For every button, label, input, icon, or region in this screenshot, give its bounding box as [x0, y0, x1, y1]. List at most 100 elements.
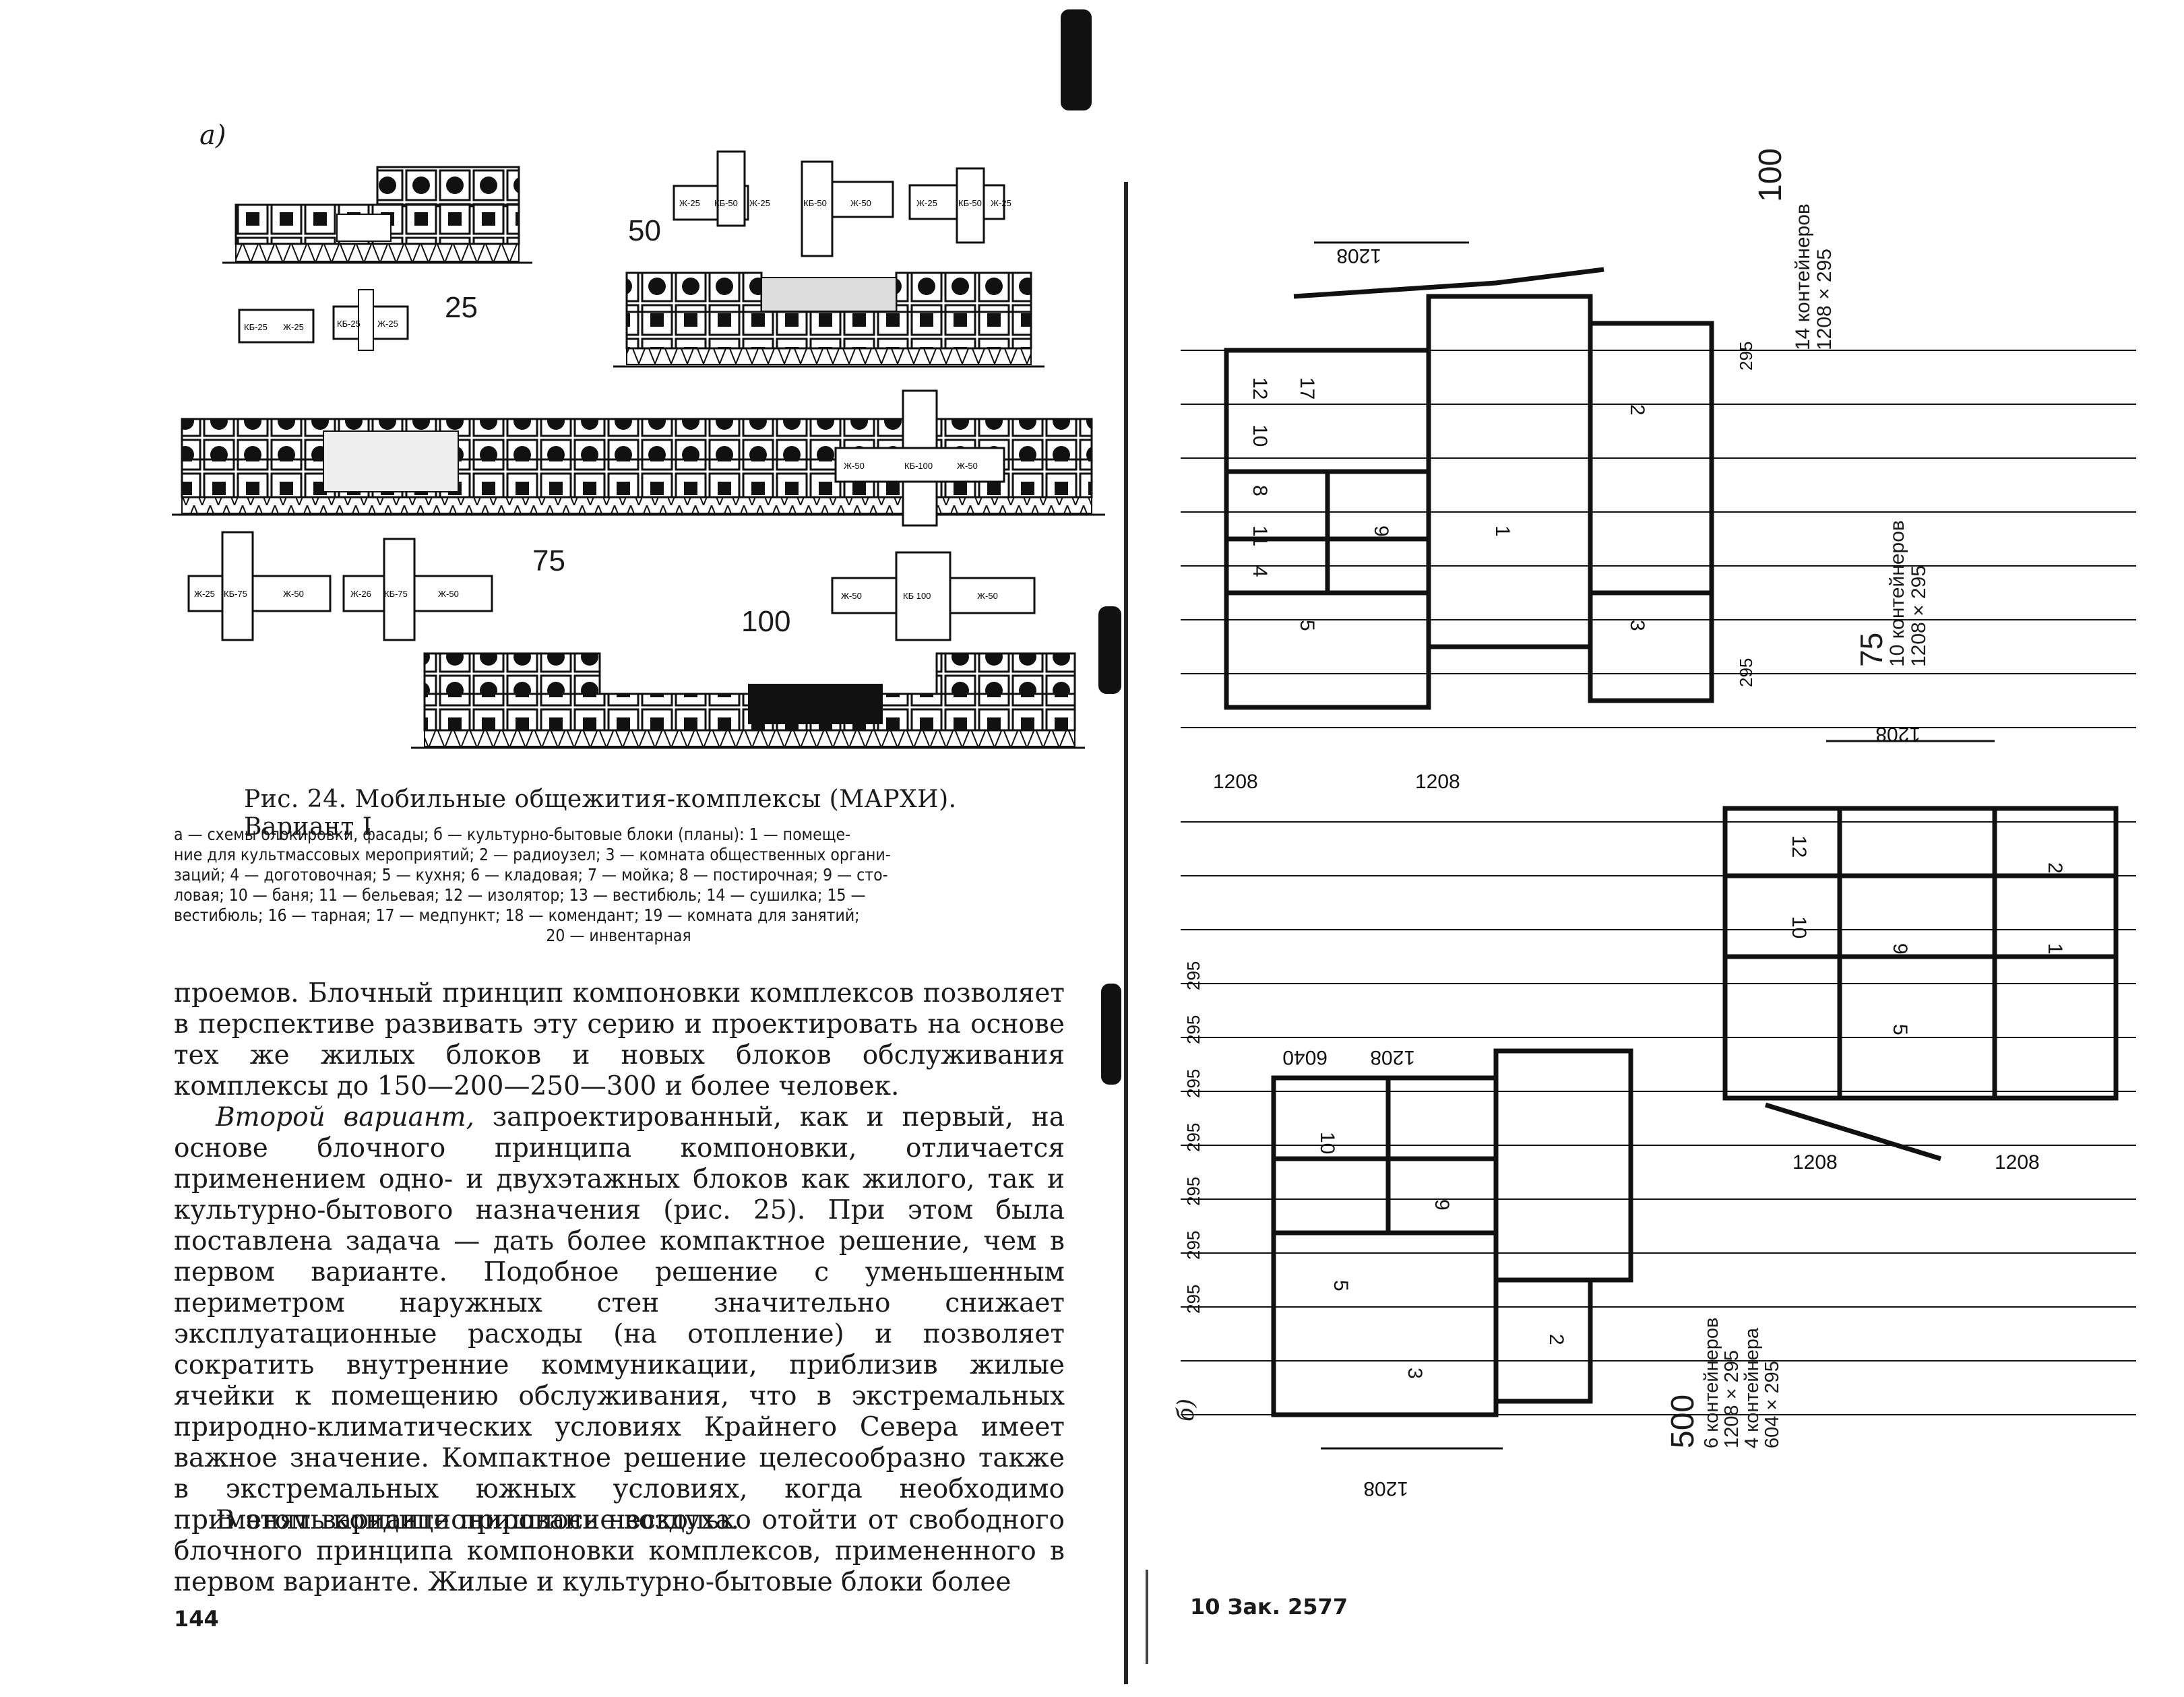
page-number: 144 [174, 1606, 219, 1632]
svg-text:295: 295 [1736, 342, 1756, 371]
svg-text:3: 3 [1404, 1368, 1426, 1379]
svg-text:1208: 1208 [1336, 245, 1381, 267]
figure-number-25: 25 [445, 291, 478, 324]
footer-signature: 10 Зак. 2577 [1190, 1594, 1348, 1620]
figure-number-100: 100 [741, 605, 791, 638]
legend-line: а — схемы блокировки, фасады; б — культу… [174, 825, 851, 844]
svg-text:2: 2 [1626, 404, 1648, 416]
facade-50 [613, 271, 1044, 368]
legend-line: заций; 4 — доготовочная; 5 — кухня; 6 — … [174, 865, 888, 885]
plan-50-containers: 6 контейнеров 1208 × 295 4 контейнера 60… [1701, 1317, 1783, 1448]
svg-text:5: 5 [1296, 620, 1318, 631]
svg-text:КБ 100: КБ 100 [903, 591, 931, 601]
label-b: б) [1173, 1398, 1199, 1421]
svg-text:17: 17 [1296, 377, 1318, 399]
svg-text:1208: 1208 [1875, 723, 1921, 745]
plan-100-containers: 14 контейнеров 1208 × 295 [1792, 203, 1836, 350]
svg-text:10: 10 [1316, 1132, 1338, 1154]
paragraph-text: проемов. Блочный принцип компоновки комп… [174, 978, 1065, 1101]
svg-text:Ж-50: Ж-50 [283, 589, 304, 599]
svg-text:КБ-75: КБ-75 [384, 589, 408, 599]
svg-text:Ж-50: Ж-50 [438, 589, 459, 599]
svg-text:9: 9 [1370, 525, 1392, 537]
paragraph-text: запроектированный, как и первый, на осно… [174, 1102, 1065, 1535]
facade-75 [172, 418, 1105, 516]
svg-text:1208: 1208 [1363, 1477, 1408, 1500]
svg-text:11: 11 [1249, 525, 1271, 546]
svg-text:12: 12 [1249, 377, 1271, 399]
svg-text:Ж-50: Ж-50 [850, 198, 871, 208]
svg-text:295: 295 [1183, 1123, 1204, 1152]
svg-text:4: 4 [1249, 566, 1271, 577]
print-mark [1098, 606, 1121, 694]
figure-label-a: a) [199, 120, 226, 151]
legend-line: ние для культмассовых мероприятий; 2 — р… [174, 845, 891, 864]
paragraph-text: В этом варианте пришлось несколько отойт… [174, 1505, 1065, 1597]
svg-text:Ж-50: Ж-50 [957, 461, 978, 471]
print-mark [1101, 984, 1121, 1085]
containers-size: 1208 × 295 [1721, 1350, 1743, 1448]
legend-line: 20 — инвентарная [546, 926, 691, 945]
containers-count-2: 4 контейнера [1741, 1327, 1763, 1448]
dimension-labels: 1208 1208 1208 1208 1208 1208 6040 1208 … [1213, 245, 2040, 1500]
plan-100 [1224, 241, 1714, 710]
svg-text:1208: 1208 [1370, 1046, 1415, 1068]
svg-text:КБ-100: КБ-100 [904, 461, 933, 471]
figure-24-plans: 12 17 10 8 11 4 5 9 1 2 3 12 10 9 1 2 5 … [1181, 241, 2136, 1500]
svg-text:КБ-25: КБ-25 [337, 319, 361, 329]
svg-text:9: 9 [1889, 943, 1911, 955]
room-numbers: 12 17 10 8 11 4 5 9 1 2 3 12 10 9 1 2 5 … [1249, 377, 2066, 1379]
plan-75 [1722, 740, 2119, 1161]
svg-text:1208: 1208 [1792, 1151, 1838, 1174]
figure-number-75: 75 [532, 544, 565, 577]
svg-text:10: 10 [1249, 424, 1271, 447]
legend-line: вестибюль; 16 — тарная; 17 — медпункт; 1… [174, 905, 860, 925]
svg-text:Ж-50: Ж-50 [977, 591, 998, 601]
plan-50 [1271, 1048, 1633, 1450]
containers-size: 1208 × 295 [1813, 249, 1836, 350]
svg-text:295: 295 [1736, 658, 1756, 687]
facade-25 [222, 166, 532, 264]
svg-text:КБ-75: КБ-75 [224, 589, 247, 599]
svg-text:1208: 1208 [1415, 771, 1460, 793]
left-page: a) [172, 120, 1105, 1632]
svg-text:Ж-25: Ж-25 [194, 589, 215, 599]
containers-size: 1208 × 295 [1908, 565, 1930, 667]
figure-legend: а — схемы блокировки, фасады; б — культу… [174, 825, 1063, 946]
svg-text:2: 2 [1545, 1334, 1567, 1345]
body-paragraph-3: В этом варианте пришлось несколько отойт… [174, 1505, 1065, 1598]
plan-75-containers: 10 контейнеров 1208 × 295 [1886, 520, 1930, 667]
svg-text:3: 3 [1626, 620, 1648, 631]
body-paragraph-1: проемов. Блочный принцип компоновки комп… [174, 978, 1065, 1102]
containers-count: 6 контейнеров [1701, 1317, 1722, 1448]
svg-text:КБ-50: КБ-50 [714, 198, 738, 208]
svg-text:295: 295 [1183, 1069, 1204, 1098]
print-mark [1061, 9, 1092, 110]
svg-text:5: 5 [1889, 1024, 1911, 1035]
svg-text:6040: 6040 [1282, 1046, 1328, 1068]
svg-text:295: 295 [1183, 1177, 1204, 1206]
svg-text:9: 9 [1431, 1199, 1453, 1211]
plan-75-title: 75 [1854, 632, 1889, 667]
svg-text:Ж-25: Ж-25 [991, 198, 1011, 208]
svg-text:8: 8 [1249, 485, 1271, 497]
right-page: 12 17 10 8 11 4 5 9 1 2 3 12 10 9 1 2 5 … [1119, 0, 2184, 1697]
figure-number-50: 50 [628, 214, 661, 247]
figure-caption-title: Рис. 24. Мобильные общежития-комплексы (… [244, 786, 957, 841]
svg-text:12: 12 [1788, 835, 1810, 858]
svg-text:Ж-50: Ж-50 [841, 591, 862, 601]
plan-50-title: 500 [1665, 1394, 1701, 1448]
plan-100-caption: 100 [1752, 0, 1789, 202]
svg-text:1208: 1208 [1995, 1151, 2040, 1174]
svg-text:Ж-25: Ж-25 [679, 198, 700, 208]
page-gutter-lower [1146, 1570, 1148, 1664]
svg-text:1: 1 [1491, 525, 1514, 537]
svg-text:КБ-50: КБ-50 [958, 198, 982, 208]
containers-count: 14 контейнеров [1792, 203, 1814, 350]
svg-text:5: 5 [1330, 1280, 1352, 1291]
